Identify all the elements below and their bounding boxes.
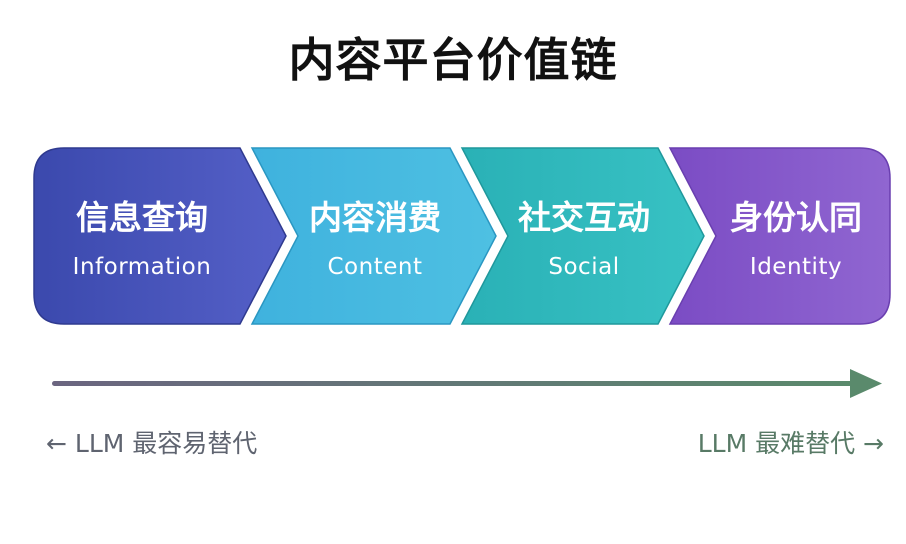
stage-information-zh: 信息查询 (76, 198, 208, 237)
stage-content-shape (250, 147, 497, 325)
stage-identity-en: Identity (750, 254, 842, 280)
direction-arrow (52, 369, 882, 398)
stage-social-shape (460, 147, 705, 325)
stage-information: 信息查询 Information (33, 147, 287, 325)
note-hardest-to-replace: LLM 最难替代 → (697, 429, 884, 458)
stage-social: 社交互动 Social (460, 147, 705, 325)
stage-information-en: Information (73, 254, 212, 280)
stage-content-zh: 内容消费 (309, 198, 441, 237)
stage-information-shape (33, 147, 287, 325)
stage-social-zh: 社交互动 (518, 198, 650, 237)
direction-arrow-shaft (52, 381, 858, 386)
direction-arrow-head (850, 369, 882, 398)
stage-content-en: Content (328, 254, 423, 280)
stage-identity-zh: 身份认同 (730, 198, 862, 237)
stage-identity: 身份认同 Identity (668, 147, 891, 325)
stage-identity-shape (668, 147, 891, 325)
diagram-title: 内容平台价值链 (288, 33, 618, 87)
stage-content: 内容消费 Content (250, 147, 497, 325)
stage-social-en: Social (548, 254, 619, 280)
note-easiest-to-replace: ← LLM 最容易替代 (46, 429, 258, 458)
